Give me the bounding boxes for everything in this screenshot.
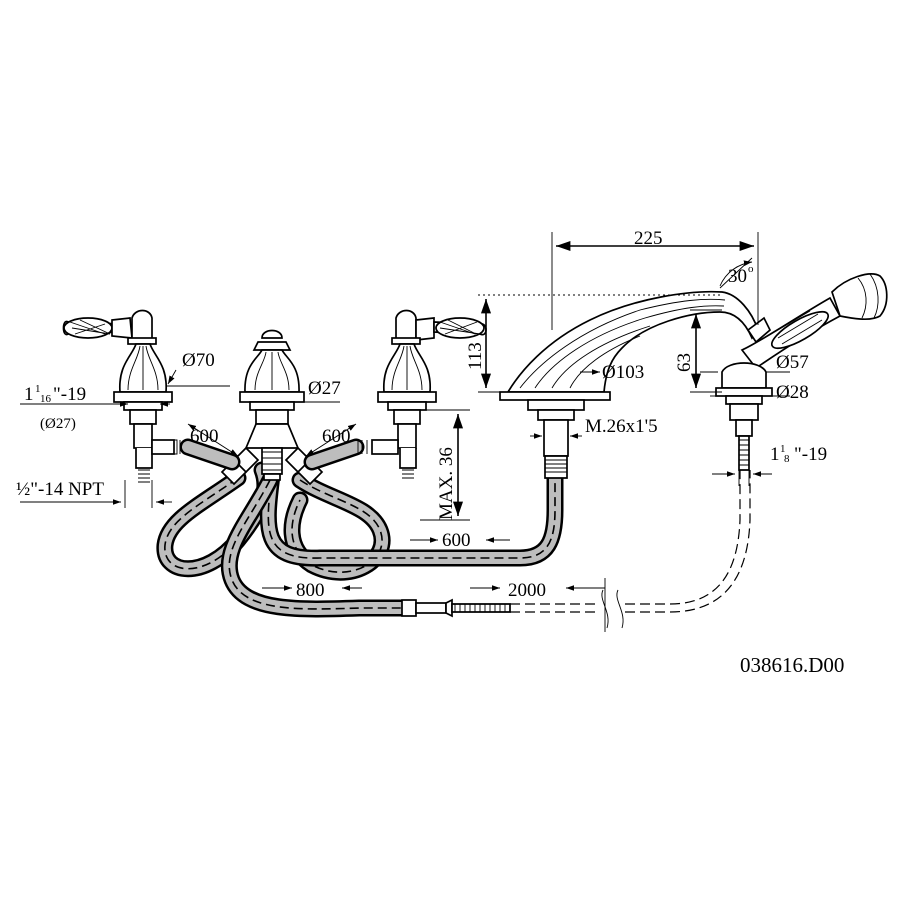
label-hose-left: 600 [190, 426, 219, 447]
label-hose-spout: 600 [442, 530, 471, 551]
label-shower-stem-dia: Ø28 [776, 382, 809, 403]
label-spout-thread: M.26x1'5 [585, 416, 658, 437]
label-inlet-thread: ½"-14 NPT [16, 479, 104, 500]
right-valve [357, 309, 487, 479]
label-shower-rosette-dia: Ø57 [776, 352, 809, 373]
hand-shower [715, 273, 888, 471]
label-handle-thread-sub: (Ø27) [40, 416, 76, 432]
svg-text:1: 1 [35, 383, 41, 395]
svg-text:1: 1 [24, 384, 34, 405]
label-spout-base-height: 63 [674, 353, 695, 372]
label-handle-thread: 1 1 16 "-19 [24, 383, 86, 405]
dimension-lines [20, 232, 790, 632]
label-spout-height: 113 [465, 342, 486, 370]
label-hose-right: 600 [322, 426, 351, 447]
label-spout-length: 225 [634, 228, 663, 249]
label-center-dia: Ø27 [308, 378, 341, 399]
label-handle-rosette-dia: Ø70 [182, 350, 215, 371]
label-shower-hose-length: 2000 [508, 580, 546, 601]
svg-text:1: 1 [780, 443, 786, 455]
label-shower-thread: 1 1 8 "-19 [770, 443, 827, 465]
label-max-deck: MAX. 36 [436, 447, 457, 520]
label-spout-angle-unit: o [748, 263, 754, 275]
svg-text:16: 16 [40, 393, 52, 405]
flexible-hoses [156, 461, 751, 629]
label-spout-base-dia: Ø103 [602, 362, 644, 383]
label-hose-shower: 800 [296, 580, 325, 601]
tub-spout [499, 290, 772, 479]
left-valve [62, 309, 189, 483]
svg-text:"-19: "-19 [53, 384, 86, 405]
svg-text:"-19: "-19 [794, 444, 827, 465]
svg-text:1: 1 [770, 444, 780, 465]
label-spout-angle: 30 [728, 266, 747, 287]
dimension-labels: 225 30 o 113 63 Ø103 M.26x1'5 Ø70 Ø27 1 … [16, 228, 844, 677]
drawing-code: 038616.D00 [740, 653, 844, 677]
svg-text:8: 8 [784, 453, 790, 465]
